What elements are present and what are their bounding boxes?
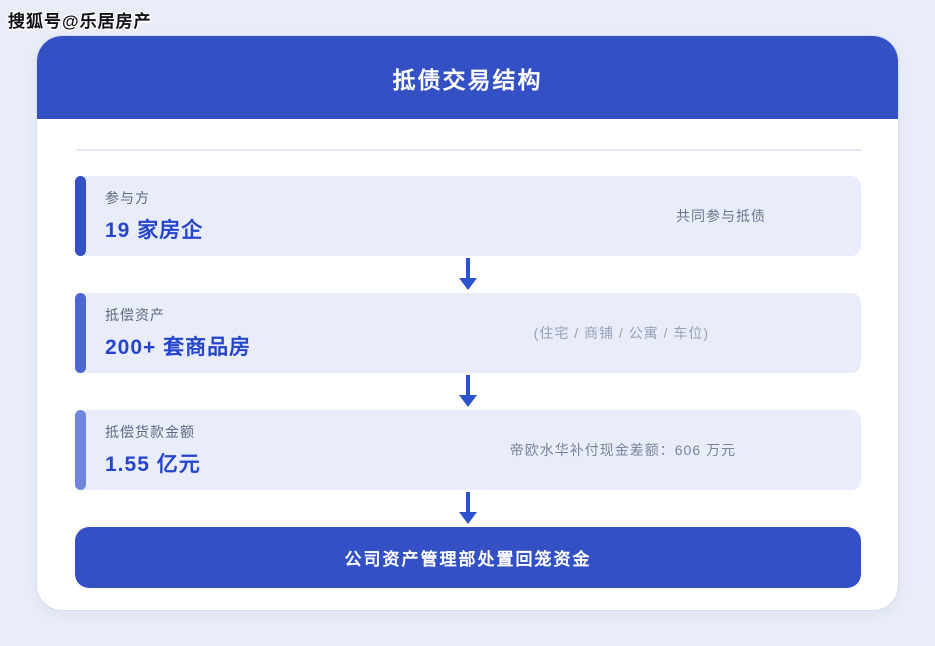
down-arrow-icon (459, 492, 477, 524)
step-value: 19 家房企 (105, 219, 204, 242)
watermark: 搜狐号@乐居房产 (8, 12, 152, 31)
accent-bar (75, 176, 86, 256)
result-banner: 公司资产管理部处置回笼资金 (75, 527, 861, 588)
accent-bar (75, 293, 86, 373)
step-note: (住宅 / 商铺 / 公寓 / 车位) (533, 325, 709, 341)
step-value: 200+ 套商品房 (105, 336, 252, 359)
step-label: 抵偿货款金额 (105, 424, 195, 440)
flow-step-participants: 参与方 19 家房企 共同参与抵债 (75, 176, 861, 256)
flow-step-amount: 抵偿货款金额 1.55 亿元 帝欧水华补付现金差额：606 万元 (75, 410, 861, 490)
infographic-card: 抵债交易结构 参与方 19 家房企 共同参与抵债 抵偿资产 200+ 套商品房 … (36, 35, 899, 611)
accent-bar (75, 410, 86, 490)
step-note: 共同参与抵债 (676, 208, 766, 224)
down-arrow-icon (459, 375, 477, 407)
flow-connector (75, 256, 861, 293)
page-title: 抵债交易结构 (392, 66, 543, 93)
result-banner-label: 公司资产管理部处置回笼资金 (344, 550, 592, 569)
step-note: 帝欧水华补付现金差额：606 万元 (509, 442, 736, 458)
card-header: 抵债交易结构 (37, 36, 898, 119)
header-divider (76, 149, 862, 151)
step-label: 参与方 (105, 190, 150, 206)
step-label: 抵偿资产 (105, 307, 165, 323)
step-value: 1.55 亿元 (105, 453, 201, 476)
flow-connector (75, 373, 861, 410)
flow-step-assets: 抵偿资产 200+ 套商品房 (住宅 / 商铺 / 公寓 / 车位) (75, 293, 861, 373)
flow-connector (75, 490, 861, 527)
down-arrow-icon (459, 258, 477, 290)
